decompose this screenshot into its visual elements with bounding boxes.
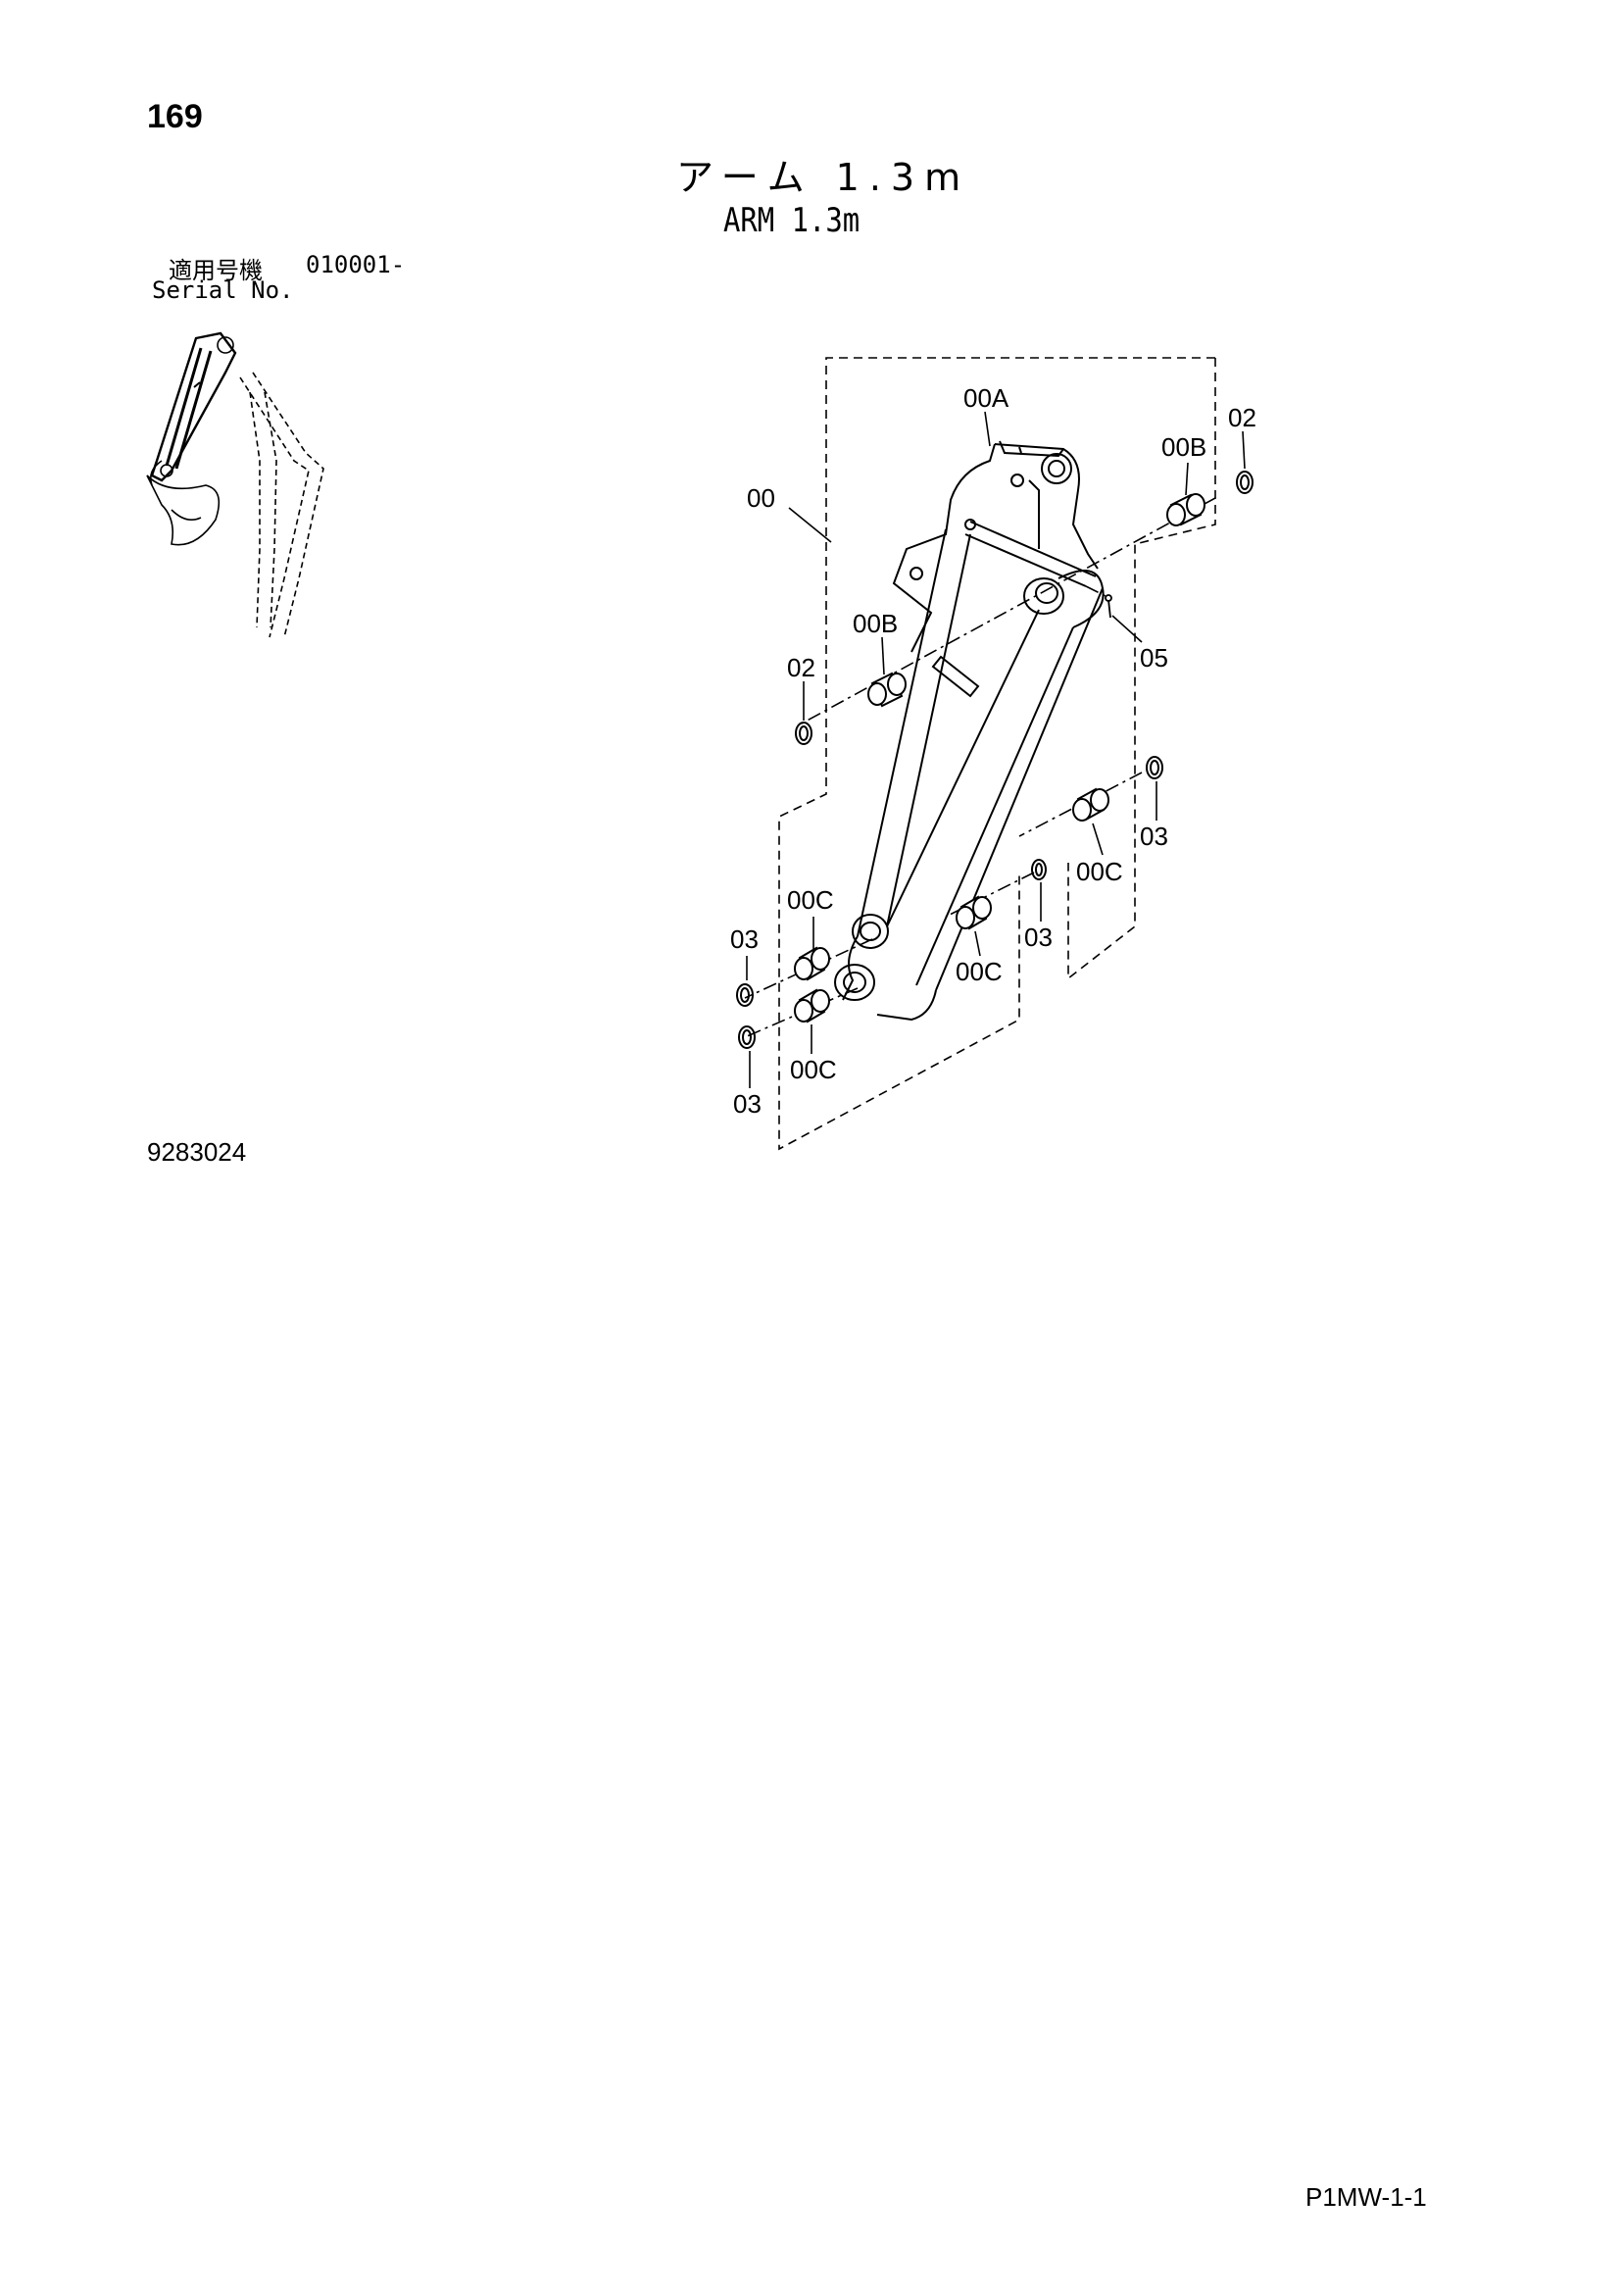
serial-label-japanese: 適用号機	[169, 257, 263, 284]
callout-02-right: 02	[1228, 403, 1256, 432]
serial-range: 010001-	[306, 251, 406, 278]
callout-00B-right: 00B	[1161, 432, 1206, 462]
leader-02-right	[1242, 430, 1246, 470]
axis-lower-right	[1018, 772, 1143, 837]
assembly-boundary-left	[778, 357, 1215, 1151]
leader-00B-left	[881, 636, 885, 675]
leader-05	[1111, 615, 1143, 643]
callout-03-center: 03	[1024, 923, 1053, 952]
callout-00: 00	[747, 483, 775, 513]
axis-pin-05	[1085, 585, 1110, 599]
bushing-00C	[794, 787, 1109, 1023]
callout-00C-center: 00C	[956, 957, 1003, 986]
leader-00C-right-upper	[1092, 823, 1104, 856]
drawing-code: 9283024	[147, 1137, 247, 1167]
arm-body	[834, 440, 1105, 1022]
leader-00C-center	[974, 930, 981, 957]
callout-03-left-lower: 03	[733, 1089, 762, 1119]
pin-05	[1105, 594, 1112, 619]
ring-02	[795, 471, 1254, 745]
callout-00C-left-lower: 00C	[790, 1055, 837, 1084]
ring-03	[736, 756, 1163, 1049]
title-japanese: アーム 1.3m	[676, 156, 971, 199]
callout-03-left-upper: 03	[730, 924, 759, 954]
callout-00C-left-upper: 00C	[787, 885, 834, 915]
callout-03-right-upper: 03	[1140, 822, 1168, 851]
page-number: 169	[147, 98, 203, 135]
axis-lower-left-upper	[744, 938, 873, 999]
leader-00	[788, 507, 832, 543]
leader-00A	[984, 411, 991, 447]
callout-00B-left: 00B	[853, 609, 898, 638]
bushing-00B	[867, 493, 1205, 708]
callout-02-left: 02	[787, 653, 815, 682]
leader-00B-right	[1185, 462, 1189, 496]
assembly-boundary-right	[1067, 358, 1216, 980]
callout-05: 05	[1140, 643, 1168, 673]
title-english: ARM 1.3m	[723, 201, 861, 240]
serial-label-english: Serial No.	[152, 276, 294, 304]
callout-00C-right-upper: 00C	[1076, 857, 1123, 886]
callout-00A: 00A	[963, 383, 1009, 413]
page-code: P1MW-1-1	[1305, 2182, 1427, 2212]
